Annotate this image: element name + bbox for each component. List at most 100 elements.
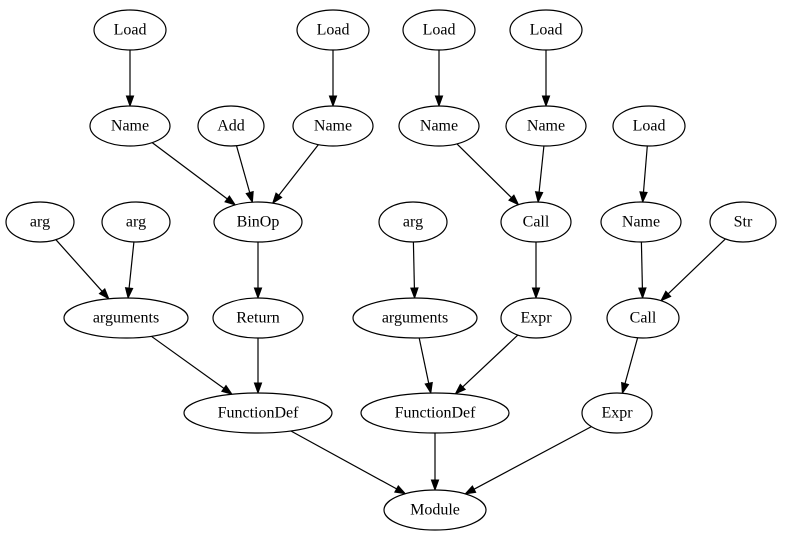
edge-expr2-to-module: [463, 426, 592, 495]
node-ellipse: [505, 105, 587, 147]
node-funcdef1: FunctionDef: [183, 392, 333, 434]
edge-line: [151, 335, 225, 389]
node-label: arguments: [93, 310, 159, 327]
edge-arg1-to-arguments1: [55, 239, 110, 300]
edges: [55, 50, 726, 495]
node-label: Load: [633, 118, 666, 135]
edge-load1-to-name1: [125, 50, 135, 108]
edge-line: [128, 241, 135, 289]
node-arguments2: arguments: [352, 297, 478, 339]
edge-line: [462, 334, 519, 388]
node-label: Load: [317, 22, 350, 39]
arrowhead-icon: [245, 190, 254, 204]
node-ellipse: [5, 201, 75, 243]
node-label: Load: [423, 22, 456, 39]
arrowhead-icon: [410, 287, 419, 300]
node-ellipse: [378, 201, 448, 243]
arrowhead-icon: [253, 382, 263, 395]
node-arg3: arg: [378, 201, 448, 243]
edge-funcdef1-to-module: [290, 430, 407, 495]
node-label: arguments: [382, 310, 448, 327]
edge-load5-to-name5: [639, 145, 648, 204]
node-module: Module: [383, 489, 487, 531]
arrowhead-icon: [394, 484, 407, 495]
edge-call1-to-expr1: [531, 242, 541, 300]
node-name4: Name: [505, 105, 587, 147]
arrowhead-icon: [659, 290, 672, 302]
node-label: Call: [630, 310, 657, 327]
node-load2: Load: [296, 9, 370, 51]
node-ellipse: [606, 297, 680, 339]
edge-load4-to-name4: [541, 50, 551, 108]
node-label: Name: [527, 118, 565, 135]
arrowhead-icon: [124, 287, 134, 300]
node-arguments1: arguments: [63, 297, 189, 339]
node-name5: Name: [600, 201, 682, 243]
node-ellipse: [360, 392, 510, 434]
node-ellipse: [500, 297, 572, 339]
node-label: Name: [111, 118, 149, 135]
node-ellipse: [183, 392, 333, 434]
edge-name2-to-binop: [271, 144, 319, 205]
node-expr1: Expr: [500, 297, 572, 339]
edge-name4-to-call1: [534, 145, 545, 204]
edge-name1-to-binop: [151, 142, 237, 206]
node-ellipse: [612, 105, 686, 147]
edge-str-to-call2: [659, 238, 726, 302]
node-ellipse: [296, 9, 370, 51]
node-ellipse: [212, 297, 304, 339]
edge-line: [55, 239, 103, 292]
node-label: arg: [403, 214, 423, 231]
node-return: Return: [212, 297, 304, 339]
node-label: Module: [410, 502, 460, 519]
node-label: Expr: [601, 405, 633, 422]
node-label: Expr: [520, 310, 552, 327]
node-call1: Call: [500, 201, 572, 243]
edge-binop-to-return: [253, 242, 263, 300]
node-ellipse: [500, 201, 572, 243]
node-label: Name: [420, 118, 458, 135]
arrowhead-icon: [434, 95, 444, 108]
node-name1: Name: [89, 105, 171, 147]
node-ellipse: [600, 201, 682, 243]
edge-call2-to-expr2: [621, 337, 639, 395]
edge-line: [278, 144, 319, 196]
edge-return-to-funcdef1: [253, 338, 263, 395]
arrowhead-icon: [534, 191, 544, 204]
node-ellipse: [509, 9, 583, 51]
arrowhead-icon: [253, 287, 263, 300]
edge-line: [640, 241, 643, 289]
edge-line: [538, 145, 545, 193]
node-ellipse: [581, 392, 653, 434]
node-load5: Load: [612, 105, 686, 147]
edge-arg2-to-arguments1: [124, 241, 135, 300]
arrowhead-icon: [271, 192, 283, 205]
edge-line: [473, 426, 592, 490]
edge-name5-to-call2: [638, 241, 647, 300]
edge-line: [418, 337, 430, 384]
edge-line: [642, 145, 648, 193]
node-label: arg: [126, 214, 146, 231]
edge-arguments1-to-funcdef1: [151, 335, 234, 396]
node-binop: BinOp: [213, 201, 303, 243]
node-label: FunctionDef: [395, 405, 477, 422]
edge-line: [667, 238, 726, 295]
node-ellipse: [402, 9, 476, 51]
node-label: arg: [30, 214, 50, 231]
arrowhead-icon: [463, 485, 477, 495]
edge-arg3-to-arguments2: [410, 241, 419, 300]
node-load1: Load: [93, 9, 167, 51]
node-name2: Name: [292, 105, 374, 147]
node-label: Call: [523, 214, 550, 231]
edge-funcdef2-to-module: [430, 433, 440, 492]
arrowhead-icon: [220, 384, 234, 396]
edge-line: [412, 241, 415, 289]
node-ellipse: [93, 9, 167, 51]
node-label: Add: [217, 118, 245, 135]
arrowhead-icon: [541, 95, 551, 108]
edge-line: [235, 145, 251, 193]
node-label: Load: [530, 22, 563, 39]
node-expr2: Expr: [581, 392, 653, 434]
node-label: Name: [622, 214, 660, 231]
